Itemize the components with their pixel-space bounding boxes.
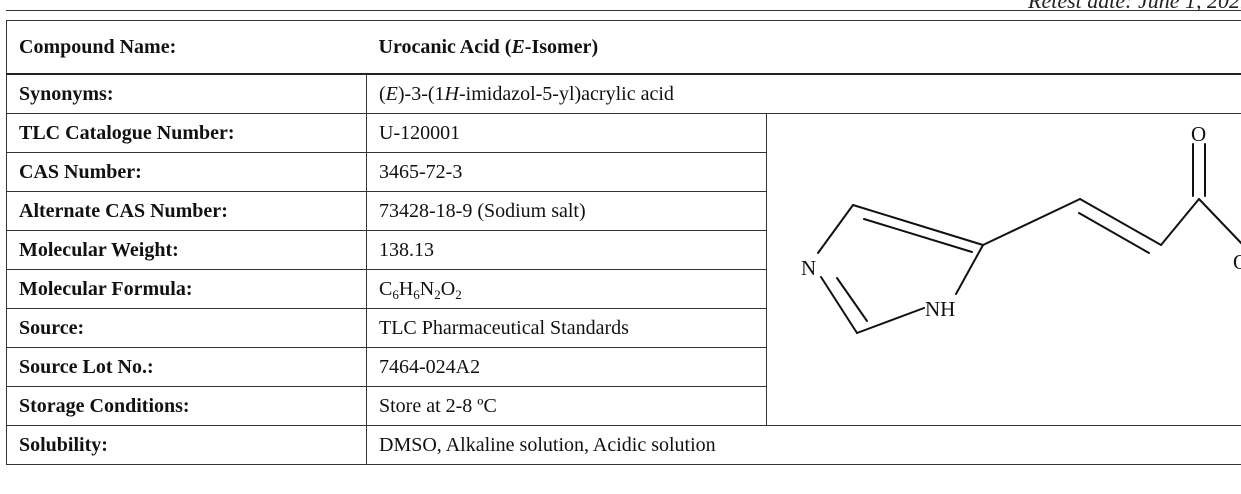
formula-label: Molecular Formula: <box>6 269 367 309</box>
compound-name-row: Compound Name: Urocanic Acid (E-Isomer) <box>6 20 1241 75</box>
bond-calpha-cbeta-inner <box>1078 212 1150 254</box>
retest-date: Retest date: June 1, 2021 <box>1028 0 1241 13</box>
bond-c5-calpha <box>982 198 1081 246</box>
lot-value: 7464-024A2 <box>366 347 767 387</box>
lot-row: Source Lot No.: 7464-024A2 <box>6 347 1241 387</box>
synonyms-row: Synonyms: (E)-3-(1H-imidazol-5-yl)acryli… <box>6 73 1241 114</box>
formula-value: C6H6N2O2 <box>366 269 767 309</box>
bond-n3-c2 <box>820 276 858 334</box>
solubility-value: DMSO, Alkaline solution, Acidic solution <box>365 425 1241 465</box>
storage-row: Storage Conditions: Store at 2-8 ºC <box>6 386 1241 426</box>
source-row: Source: TLC Pharmaceutical Standards <box>6 308 1241 348</box>
solubility-label: Solubility: <box>6 425 367 465</box>
atom-label-n: N <box>801 256 816 280</box>
bond-c4-c5 <box>852 204 984 246</box>
bond-n3-c2-inner <box>836 277 868 322</box>
compound-name-value: Urocanic Acid (E-Isomer) <box>366 20 1241 75</box>
bond-calpha-cbeta <box>1079 198 1162 246</box>
cas-label: CAS Number: <box>6 152 367 192</box>
catalogue-label: TLC Catalogue Number: <box>6 113 367 153</box>
bond-cbeta-ccarboxyl <box>1160 198 1200 246</box>
atom-label-nh: NH <box>925 297 955 321</box>
bond-c-oh <box>1198 198 1241 245</box>
storage-label: Storage Conditions: <box>6 386 367 426</box>
catalogue-row: TLC Catalogue Number: U-120001 <box>6 113 1241 426</box>
alt-cas-label: Alternate CAS Number: <box>6 191 367 231</box>
structure-cell: O OH N NH <box>765 113 1241 426</box>
bond-c4-c5-inner <box>863 218 973 253</box>
compound-spec-table: Compound Name: Urocanic Acid (E-Isomer) … <box>6 20 1241 465</box>
mw-label: Molecular Weight: <box>6 230 367 270</box>
atom-label-o: O <box>1191 122 1206 146</box>
header-rule <box>6 10 1241 11</box>
alt-cas-value: 73428-18-9 (Sodium salt) <box>366 191 767 231</box>
lot-label: Source Lot No.: <box>6 347 367 387</box>
atom-label-oh: OH <box>1233 250 1241 274</box>
source-label: Source: <box>6 308 367 348</box>
bond-c4-n3 <box>817 204 854 254</box>
cas-row: CAS Number: 3465-72-3 <box>6 152 1241 192</box>
bond-c2-n1 <box>856 307 925 334</box>
cas-value: 3465-72-3 <box>366 152 767 192</box>
compound-name-label: Compound Name: <box>6 20 367 75</box>
catalogue-value: U-120001 <box>366 113 767 153</box>
mw-value: 138.13 <box>366 230 767 270</box>
urocanic-acid-structure: O OH N NH <box>801 122 1241 334</box>
storage-value: Store at 2-8 ºC <box>366 386 767 426</box>
bond-n1-c5 <box>955 244 984 295</box>
synonyms-label: Synonyms: <box>6 73 367 114</box>
synonyms-value: (E)-3-(1H-imidazol-5-yl)acrylic acid <box>365 73 1241 114</box>
solubility-row: Solubility: DMSO, Alkaline solution, Aci… <box>6 425 1241 465</box>
source-value: TLC Pharmaceutical Standards <box>366 308 767 348</box>
